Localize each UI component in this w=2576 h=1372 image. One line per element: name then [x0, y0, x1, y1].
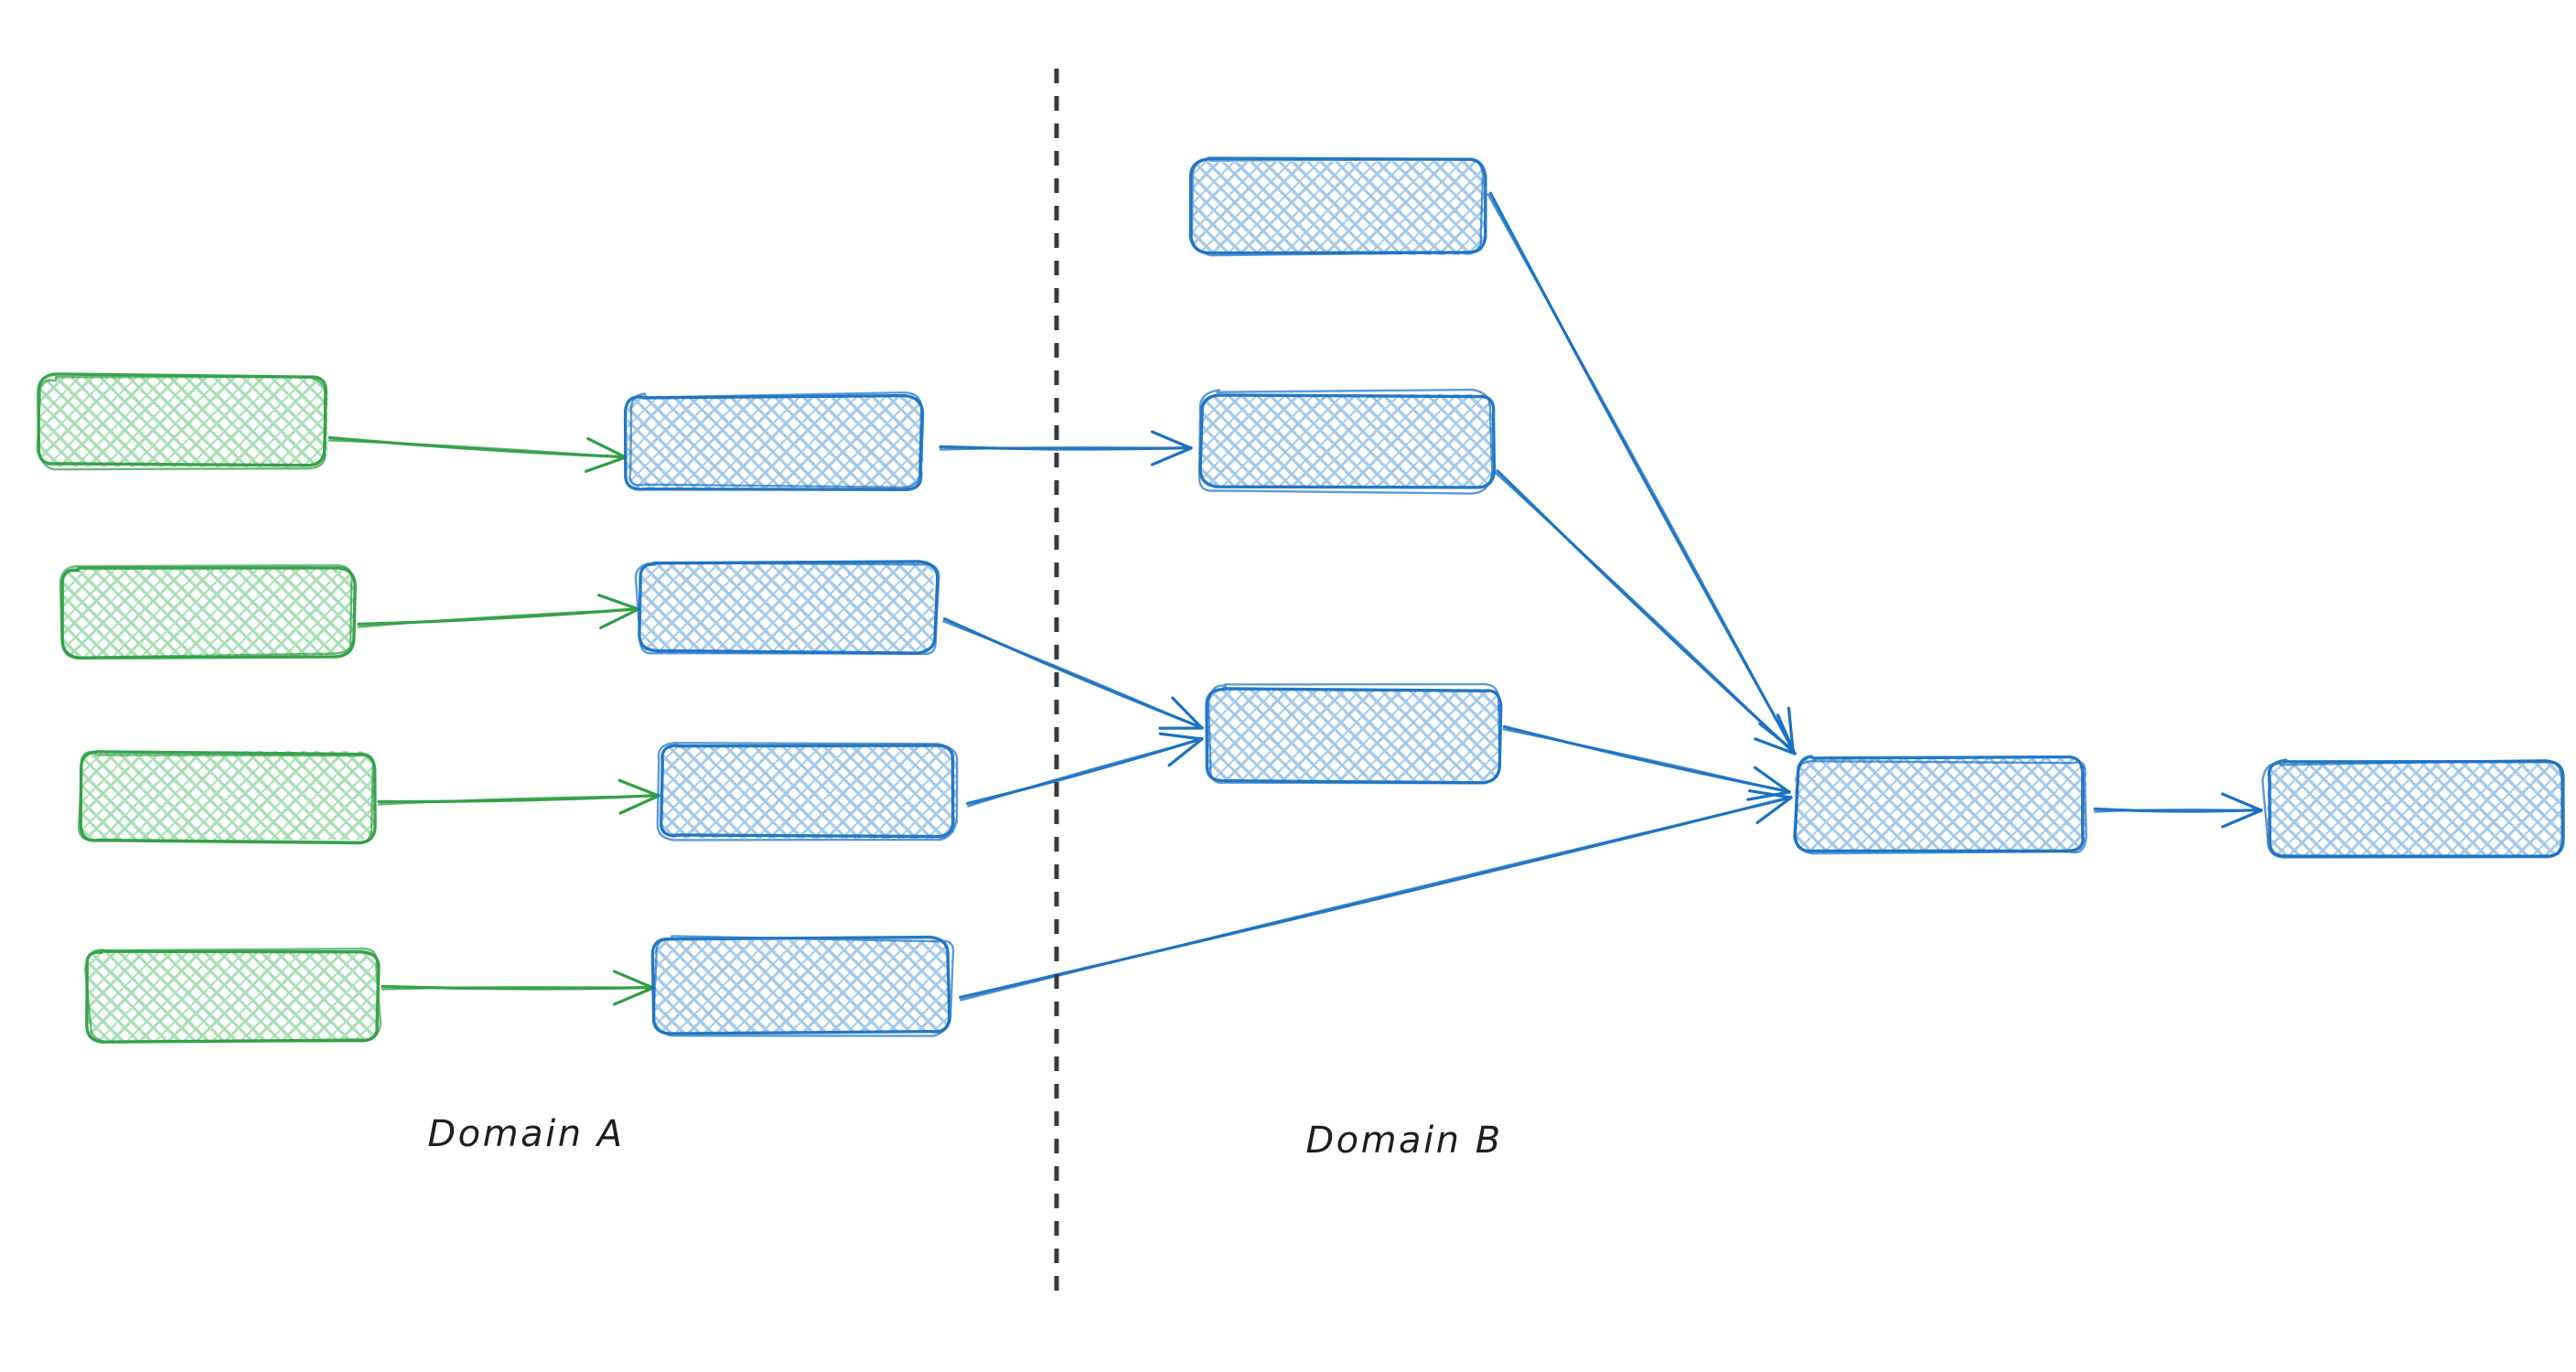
- node-hub[interactable]: [1793, 755, 2088, 855]
- edge-hub-to-out[interactable]: [2093, 792, 2263, 829]
- edge-b3-to-hub[interactable]: [1502, 724, 1791, 801]
- edge-a1-to-m1[interactable]: [327, 435, 628, 473]
- edge-a4-to-m4[interactable]: [381, 970, 655, 1006]
- node-b2[interactable]: [1197, 388, 1497, 495]
- edge-a2-to-m2[interactable]: [357, 594, 640, 629]
- domain-a-label: Domain A: [427, 1113, 624, 1155]
- node-a3[interactable]: [77, 750, 377, 845]
- node-m1[interactable]: [623, 391, 925, 491]
- edge-a3-to-m3[interactable]: [377, 778, 660, 815]
- nodes-layer: [36, 156, 2565, 1044]
- edges-layer: [327, 191, 2263, 1006]
- edge-m2-to-b3[interactable]: [942, 616, 1204, 730]
- node-out[interactable]: [2261, 758, 2565, 859]
- node-b1[interactable]: [1188, 156, 1487, 257]
- edge-m4-to-hub[interactable]: [959, 788, 1793, 1002]
- node-a4[interactable]: [84, 947, 382, 1044]
- edge-b1-to-hub[interactable]: [1487, 191, 1796, 752]
- node-m2[interactable]: [634, 560, 940, 656]
- node-b3[interactable]: [1205, 682, 1503, 785]
- edge-m3-to-b3[interactable]: [965, 732, 1204, 808]
- node-m4[interactable]: [650, 935, 955, 1037]
- node-m3[interactable]: [656, 741, 959, 841]
- edge-b2-to-hub[interactable]: [1494, 469, 1797, 756]
- domain-b-label: Domain B: [1305, 1120, 1502, 1162]
- node-a2[interactable]: [59, 563, 357, 659]
- node-a1[interactable]: [36, 372, 328, 471]
- labels-layer: Domain A Domain B: [427, 1113, 1502, 1162]
- edge-m1-to-b2[interactable]: [939, 430, 1193, 466]
